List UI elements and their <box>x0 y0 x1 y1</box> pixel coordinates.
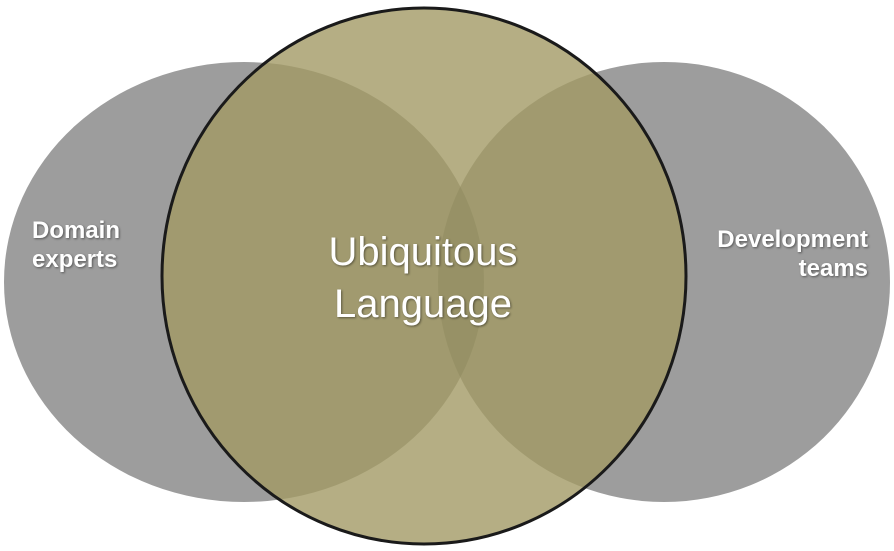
development-teams-line-2: teams <box>798 254 868 282</box>
ubiquitous-language-outline <box>160 6 688 546</box>
right-overlap-region <box>438 62 686 502</box>
development-teams-label: Development teams <box>717 226 868 284</box>
ubiquitous-language-line-1: Ubiquitous <box>328 230 518 274</box>
left-overlap-region <box>162 62 484 502</box>
ubiquitous-language-line-2: Language <box>334 282 512 326</box>
domain-experts-label: Domain experts <box>32 217 120 275</box>
development-teams-line-1: Development <box>717 226 868 253</box>
domain-experts-line-2: experts <box>32 245 118 273</box>
domain-experts-line-1: Domain <box>32 217 121 244</box>
ubiquitous-language-label: Ubiquitous Language <box>0 226 846 330</box>
